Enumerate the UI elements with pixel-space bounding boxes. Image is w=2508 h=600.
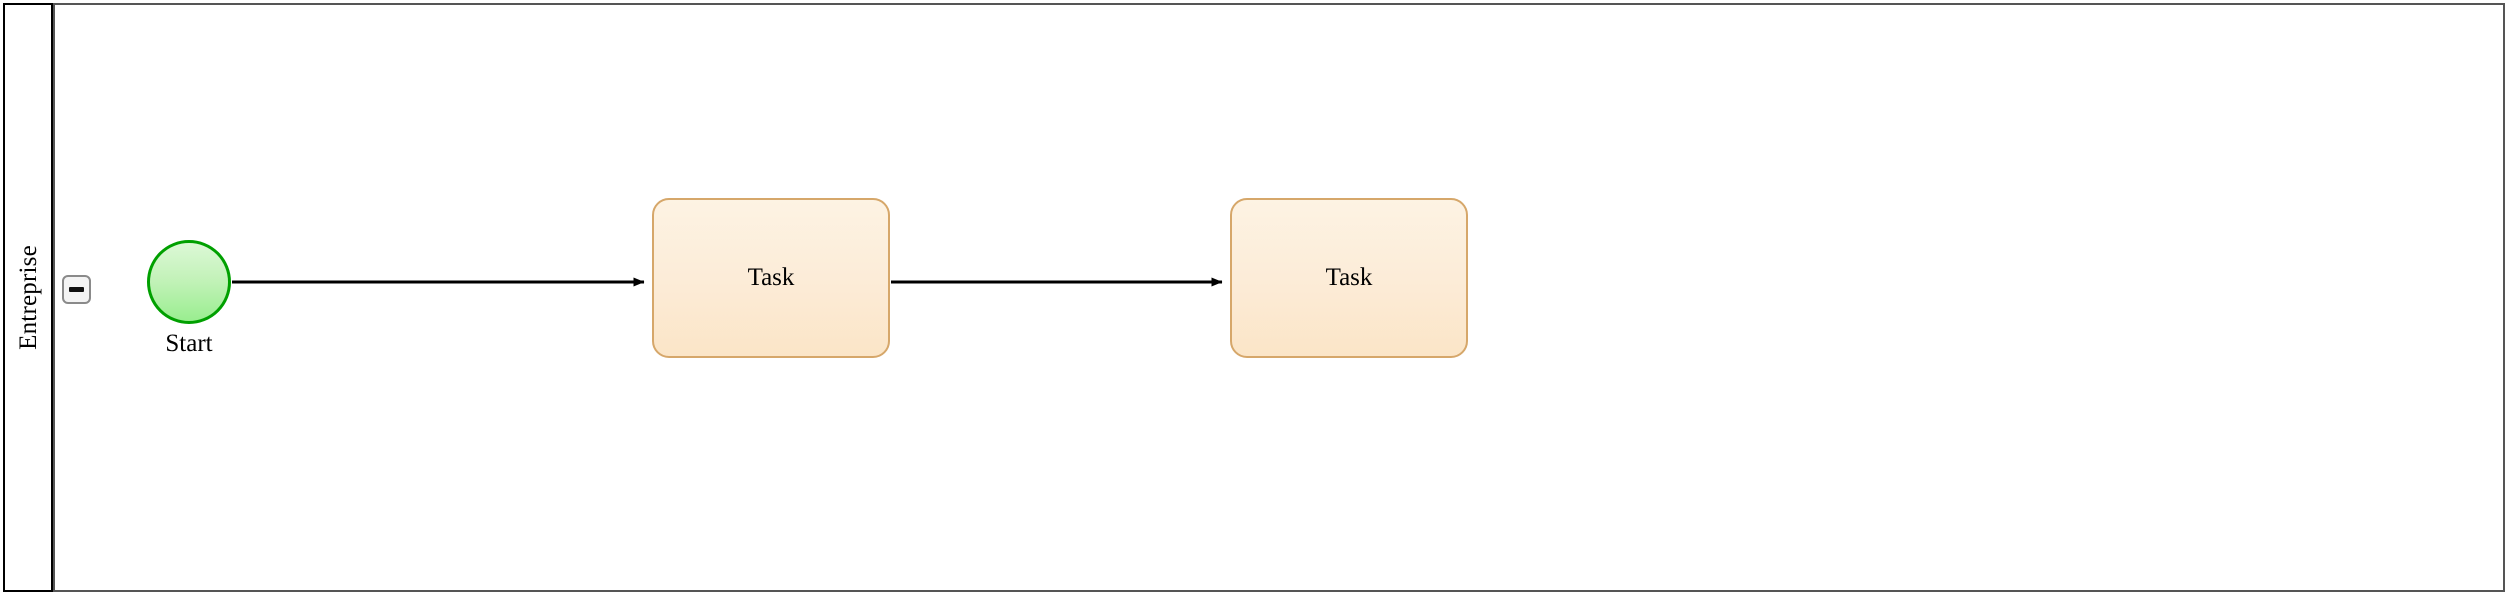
minus-icon [69,287,84,292]
task-node[interactable]: Task [1230,198,1468,358]
start-event-circle[interactable] [147,240,231,324]
lane-title: Entreprise [14,245,42,350]
task-label: Task [1325,264,1373,292]
start-event-group: Start [147,240,231,357]
collapse-toggle-button[interactable] [62,275,91,304]
start-event-label: Start [165,330,213,357]
task-label: Task [747,264,795,292]
task-node[interactable]: Task [652,198,890,358]
lane-header[interactable]: Entreprise [3,3,53,592]
